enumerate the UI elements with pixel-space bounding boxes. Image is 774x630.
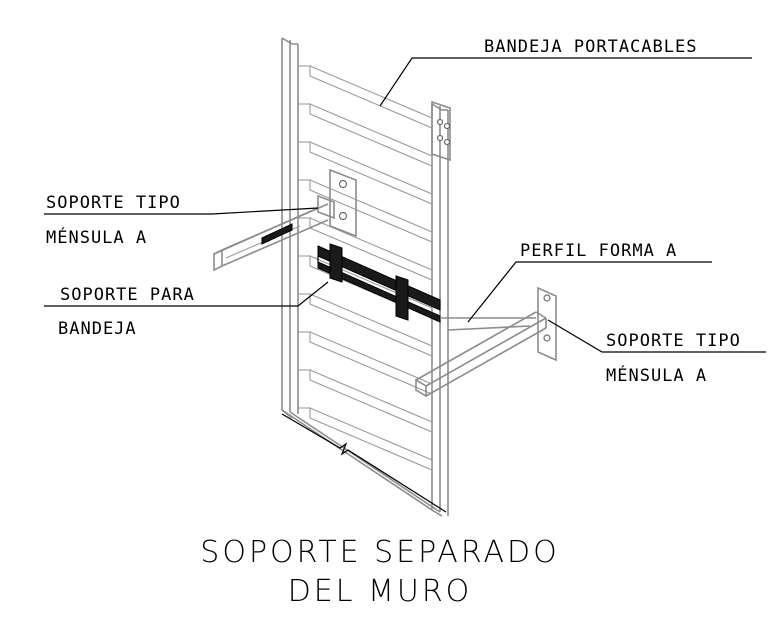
label-soporte-para-line1: SOPORTE PARA xyxy=(60,285,195,305)
label-soporte-tipo-left-line1: SOPORTE TIPO xyxy=(46,193,181,213)
leader-lines xyxy=(44,57,766,353)
label-soporte-tipo-right-line2: MÉNSULA A xyxy=(606,364,707,386)
tray-rungs xyxy=(298,65,433,471)
drawing-title-line2: DEL MURO xyxy=(288,574,473,609)
label-soporte-para-line2: BANDEJA xyxy=(58,319,137,339)
break-line xyxy=(281,413,447,513)
label-soporte-tipo-right-line1: SOPORTE TIPO xyxy=(606,331,741,351)
strut-profile xyxy=(317,243,441,323)
label-soporte-tipo-left-line2: MÉNSULA A xyxy=(46,226,147,248)
bracket-right xyxy=(415,286,557,398)
wall-plate-center xyxy=(329,168,357,238)
bracket-left xyxy=(213,194,335,272)
label-bandeja-portacables: BANDEJA PORTACABLES xyxy=(484,37,697,57)
drawing-title-line1: SOPORTE SEPARADO xyxy=(200,535,559,570)
label-perfil-forma-a: PERFIL FORMA A xyxy=(520,241,677,261)
